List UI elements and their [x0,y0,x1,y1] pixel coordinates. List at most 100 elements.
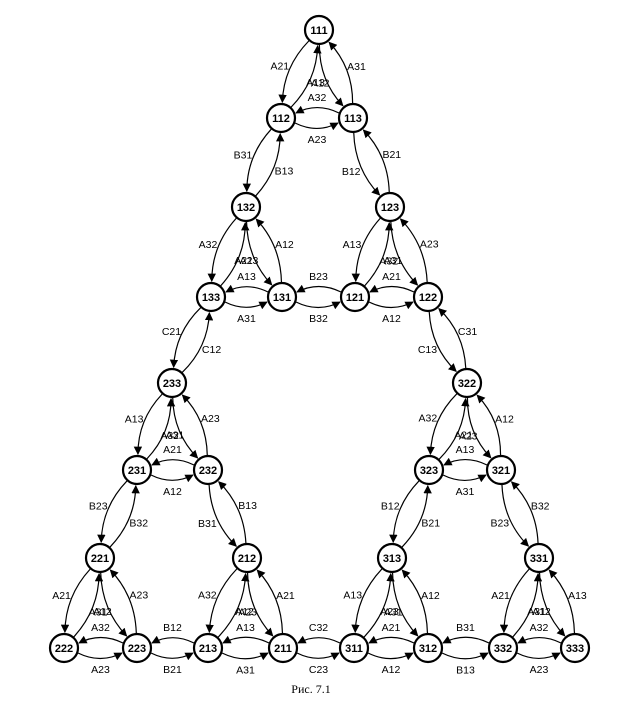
edge-311-312 [367,652,414,661]
edge-label-121-123: A31 [384,255,403,267]
node-circle-123 [374,191,406,223]
node-label-321: 321 [492,465,510,477]
edge-133-131 [224,301,268,310]
edge-212-213 [205,568,238,634]
edge-label-131-132: A12 [275,239,294,251]
node-circle-322 [451,367,483,399]
edge-213-211 [221,652,269,661]
edge-label-333-331: A13 [568,590,587,602]
node-circle-321 [485,454,517,486]
node-212: 212 [231,542,263,574]
edge-label-213-212: A23 [238,607,257,619]
edge-label-133-131: A31 [237,313,256,325]
edge-label-112-113: A23 [308,134,327,146]
edge-label-222-223: A23 [91,664,110,676]
node-circle-331 [523,542,555,574]
node-label-133: 133 [202,292,220,304]
edge-131-121 [295,301,341,310]
edge-312-311 [368,635,415,644]
node-circle-113 [337,102,369,134]
edge-label-111-112: A21 [270,60,289,72]
edge-322-321 [466,397,492,459]
edge-221-231 [109,484,140,548]
node-132: 132 [230,191,262,223]
edge-122-121 [369,284,415,293]
node-label-111: 111 [310,25,327,37]
edge-211-212 [256,569,284,634]
edge-312-332 [441,652,489,661]
edge-323-322 [438,397,470,460]
node-332: 332 [487,632,519,664]
edge-333-331 [548,569,576,634]
node-322: 322 [451,367,483,399]
node-circle-233 [156,367,188,399]
node-label-332: 332 [494,643,512,655]
edge-label-312-311: A21 [382,622,401,634]
edge-label-213-211: A31 [236,664,255,676]
node-circle-131 [266,281,298,313]
edge-311-313 [363,572,395,638]
edge-213-223 [151,635,195,644]
node-circle-223 [121,632,153,664]
edge-212-211 [246,572,274,637]
node-circle-213 [192,632,224,664]
edge-label-331-332: A21 [491,590,510,602]
edge-123-122 [390,221,419,286]
edge-label-222-221: A12 [93,606,112,618]
edge-label-132-112: B13 [275,166,294,178]
edge-label-113-123: B12 [342,166,361,178]
node-211: 211 [267,632,299,664]
edge-label-233-231: A13 [125,413,144,425]
edge-label-221-223: A31 [89,606,108,618]
edge-label-332-333: A23 [530,664,549,676]
edge-111-112 [278,40,310,104]
edge-222-221 [73,572,104,638]
edge-label-133-233: C21 [162,326,181,338]
edge-label-131-133: A13 [237,271,256,283]
node-circle-323 [413,454,445,486]
edge-label-133-132: A23 [240,255,259,267]
edge-113-123 [353,132,381,196]
edge-label-131-121: B32 [309,313,328,325]
node-label-121: 121 [346,292,364,304]
edge-322-122 [438,308,467,369]
node-313: 313 [376,542,408,574]
node-label-231: 231 [128,465,146,477]
edge-label-311-313: A31 [384,607,403,619]
edge-label-332-331: A12 [532,606,551,618]
edge-label-113-112: A32 [308,92,327,104]
edge-label-213-223: B12 [163,622,182,634]
node-111: 111 [303,14,335,46]
edge-label-122-322: C13 [418,344,437,356]
edge-331-333 [538,572,566,637]
edge-label-323-313: B12 [381,500,400,512]
edge-label-313-323: B21 [421,518,440,530]
edge-112-111 [290,44,322,108]
edge-label-323-321: A31 [456,486,475,498]
edge-label-123-121: A13 [343,239,362,251]
edge-223-222 [78,635,124,644]
edge-321-331 [501,484,530,547]
edge-122-322 [428,311,457,372]
edge-label-312-332: B13 [456,664,475,676]
node-123: 123 [374,191,406,223]
edge-label-331-321: B32 [531,500,550,512]
node-label-312: 312 [419,643,437,655]
node-label-233: 233 [163,378,181,390]
edge-label-122-123: A23 [420,238,439,250]
edge-313-311 [351,568,383,634]
edge-323-313 [389,480,420,544]
edge-label-322-321: A21 [454,430,473,442]
node-223: 223 [121,632,153,664]
edge-123-121 [351,217,381,283]
node-label-112: 112 [272,113,290,125]
edge-121-123 [364,221,394,287]
node-label-331: 331 [530,553,548,565]
node-circle-112 [265,102,297,134]
node-121: 121 [339,281,371,313]
node-circle-221 [84,542,116,574]
edge-label-311-312: A12 [382,664,401,676]
edge-label-333-332: A32 [530,622,549,634]
